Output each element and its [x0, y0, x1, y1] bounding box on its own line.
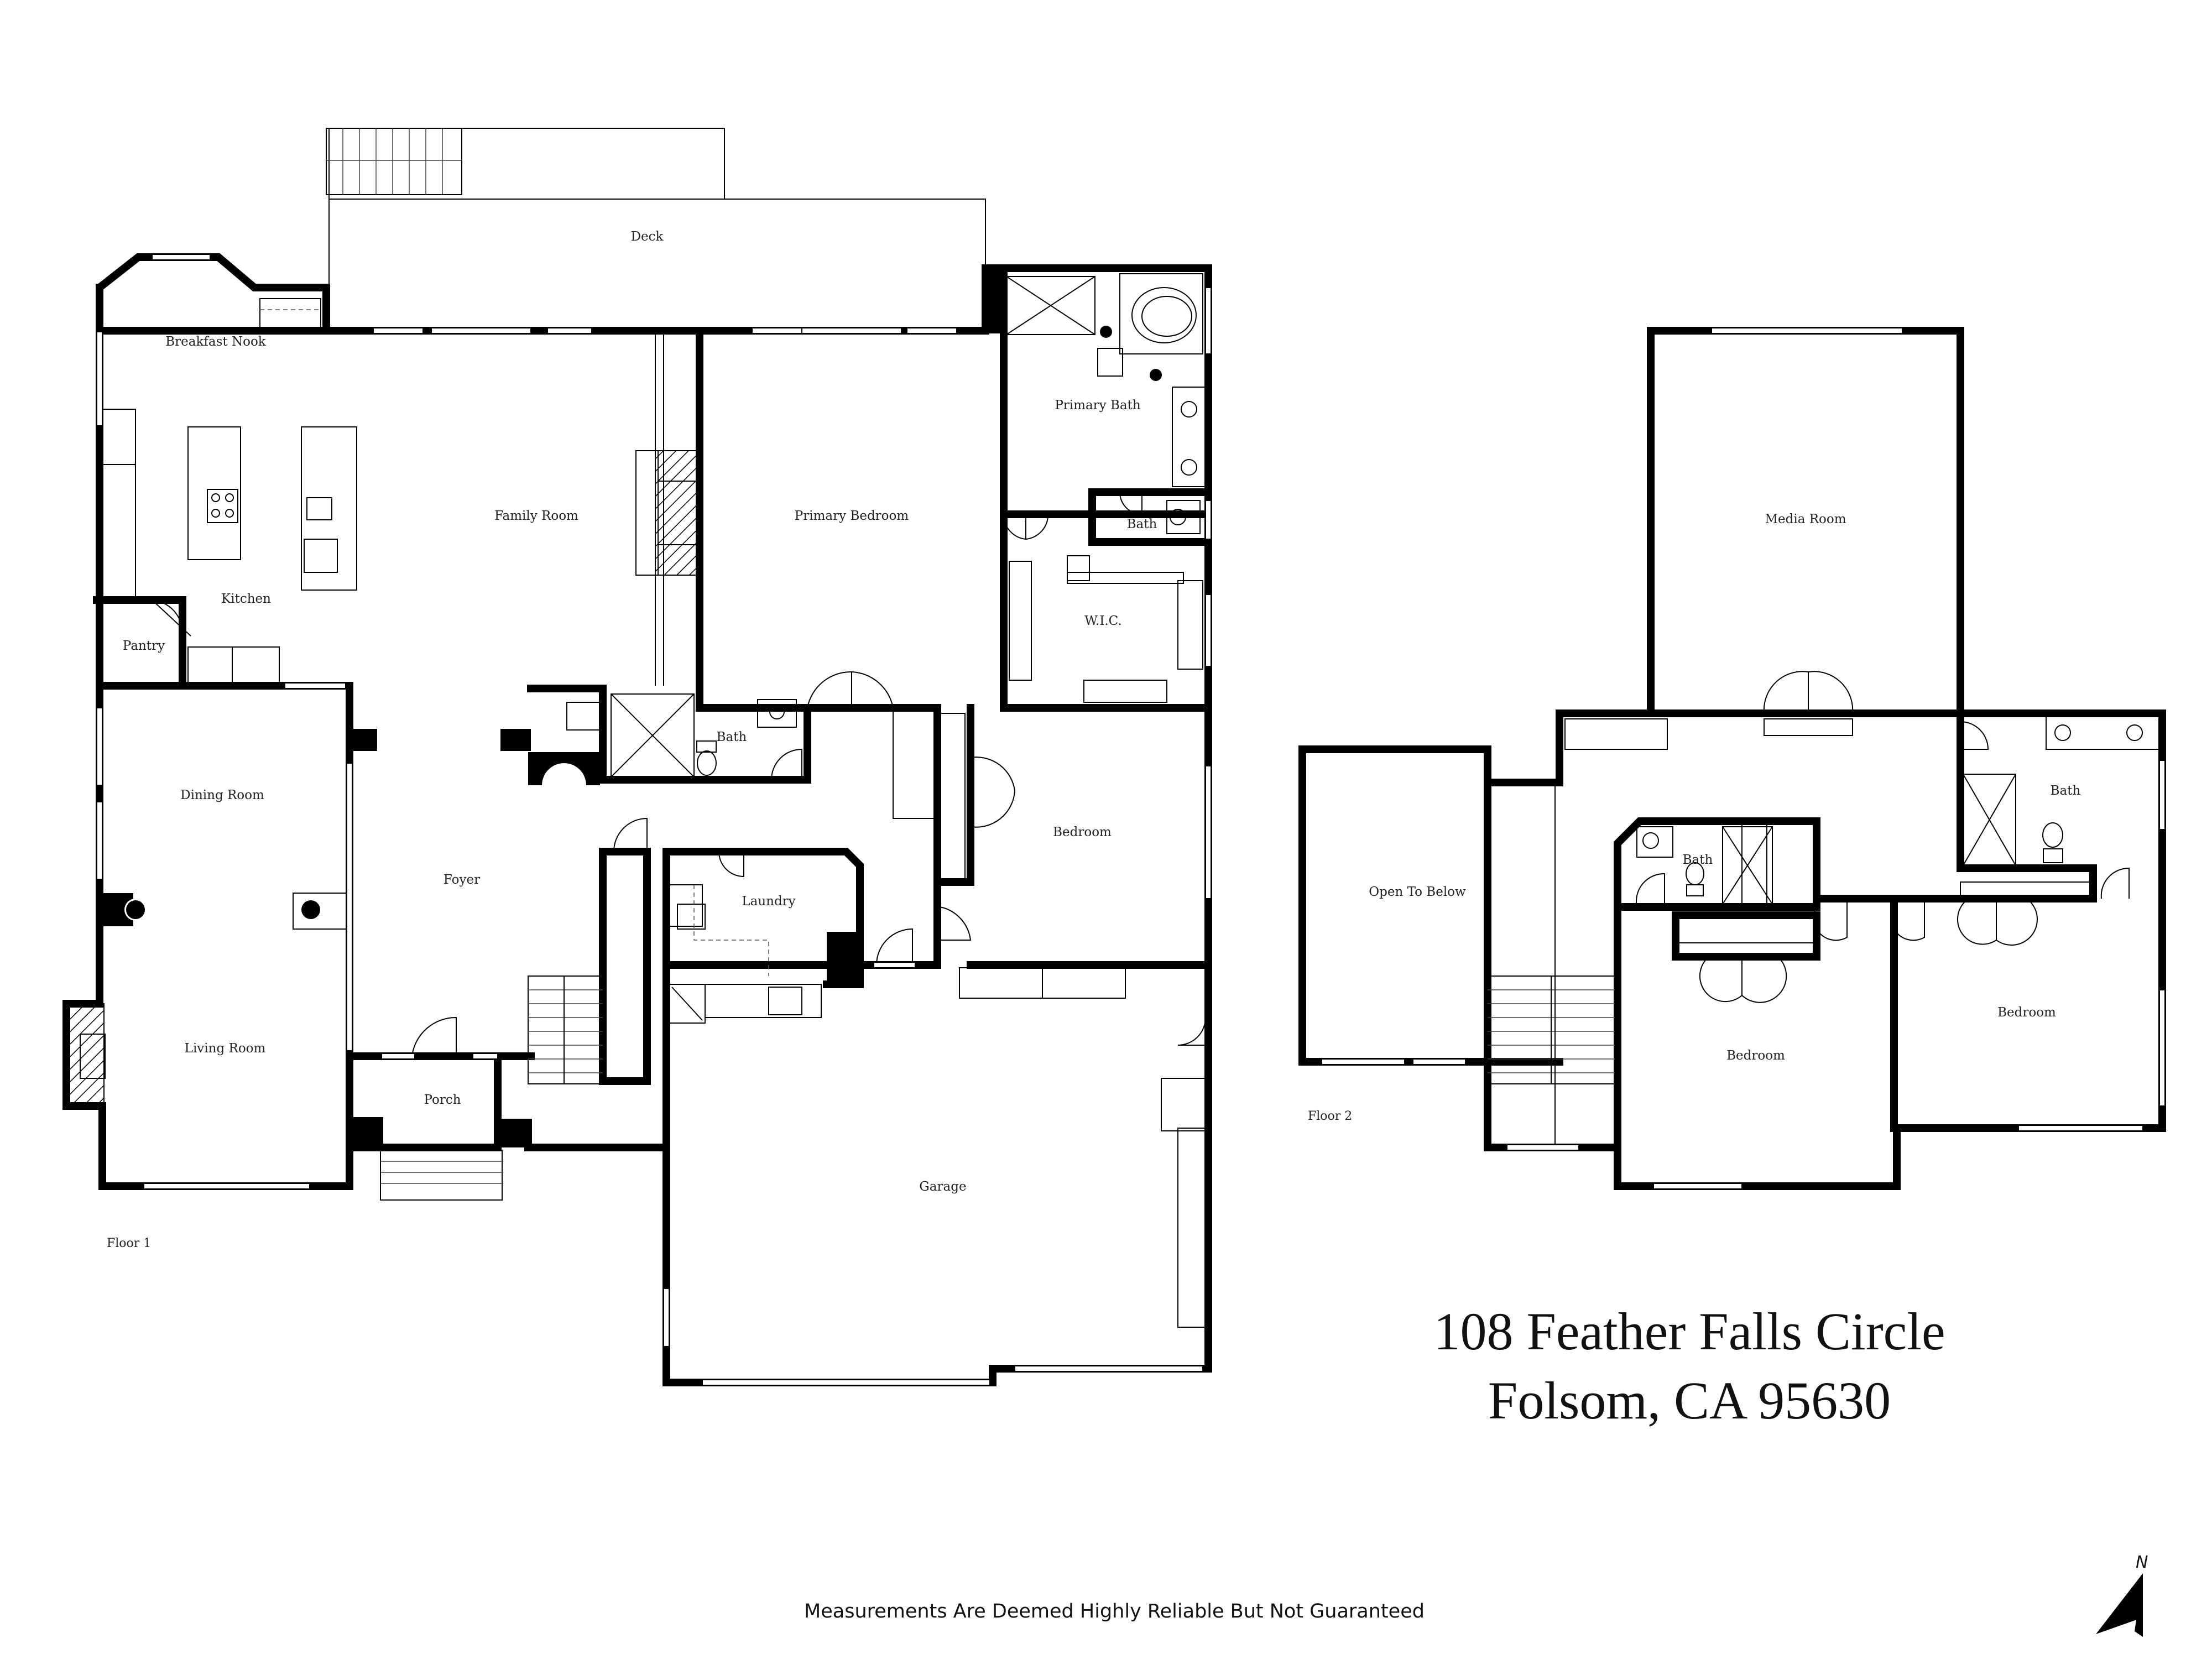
garage-fixtures	[669, 967, 1206, 1328]
floor-1-label: Floor 1	[107, 1237, 151, 1250]
room-label-breakfast-nook: Breakfast Nook	[165, 335, 267, 349]
room-label-bedroom-floor2-right: Bedroom	[1997, 1005, 2056, 1020]
room-label-bath-floor2-left: Bath	[1683, 853, 1713, 867]
room-label-primary-bath: Primary Bath	[1055, 398, 1141, 413]
floor-1-plan: Deck Breakfast Nook Family Room Primary …	[62, 128, 1212, 1386]
bath-fixtures-floor2-b	[1960, 716, 2160, 899]
room-label-wic: W.I.C.	[1084, 614, 1121, 628]
floor-2-plan: Media Room Bath Open To Below Bath Bedro…	[1298, 327, 2166, 1190]
room-label-media-room: Media Room	[1765, 512, 1846, 526]
room-label-bath-floor1: Bath	[717, 730, 747, 744]
room-label-bath-primary-wc: Bath	[1127, 517, 1157, 531]
address-line-2: Folsom, CA 95630	[1488, 1371, 1891, 1430]
room-label-family-room: Family Room	[494, 509, 578, 523]
room-label-bedroom-floor1: Bedroom	[1053, 825, 1112, 839]
door-swings-floor1	[411, 492, 1206, 1057]
address-line-1: 108 Feather Falls Circle	[1433, 1302, 1945, 1361]
fireplace-hatch-living	[66, 1003, 105, 1107]
room-label-laundry: Laundry	[742, 894, 795, 909]
room-label-foyer: Foyer	[444, 873, 480, 887]
windows-floor1	[96, 254, 1212, 1386]
windows-floor2	[1321, 327, 2166, 1190]
bath-fixtures-floor1	[566, 693, 797, 778]
room-label-bedroom-floor2-left: Bedroom	[1726, 1048, 1785, 1063]
room-label-porch: Porch	[424, 1093, 461, 1107]
deck-stairs	[326, 128, 462, 195]
room-label-garage: Garage	[919, 1180, 966, 1194]
room-label-kitchen: Kitchen	[221, 592, 271, 606]
disclaimer-text: Measurements Are Deemed Highly Reliable …	[804, 1600, 1425, 1623]
interior-stairs-floor2	[1487, 785, 1615, 1145]
room-label-dining-room: Dining Room	[180, 788, 264, 802]
room-label-bath-floor2-right: Bath	[2051, 784, 2081, 798]
interior-stairs-floor1	[528, 975, 603, 1084]
wic-shelving	[1009, 555, 1203, 703]
floor-2-label: Floor 2	[1308, 1109, 1352, 1123]
bath-fixtures-floor2-a	[1636, 826, 1773, 905]
room-label-living-room: Living Room	[185, 1041, 266, 1056]
compass-label: N	[2136, 1553, 2148, 1572]
laundry-fixtures	[669, 884, 769, 976]
primary-bath-fixtures	[1006, 273, 1206, 534]
door-swings-floor2	[1636, 671, 2130, 1003]
kitchen-fixtures	[102, 298, 357, 684]
room-label-primary-bedroom: Primary Bedroom	[795, 509, 909, 523]
fireplace-hatch	[655, 450, 700, 576]
room-label-pantry: Pantry	[123, 639, 165, 653]
north-arrow-icon: N	[2096, 1553, 2148, 1637]
room-label-open-to-below: Open To Below	[1369, 885, 1466, 899]
room-label-deck: Deck	[631, 229, 664, 244]
porch-stairs	[380, 1150, 503, 1201]
